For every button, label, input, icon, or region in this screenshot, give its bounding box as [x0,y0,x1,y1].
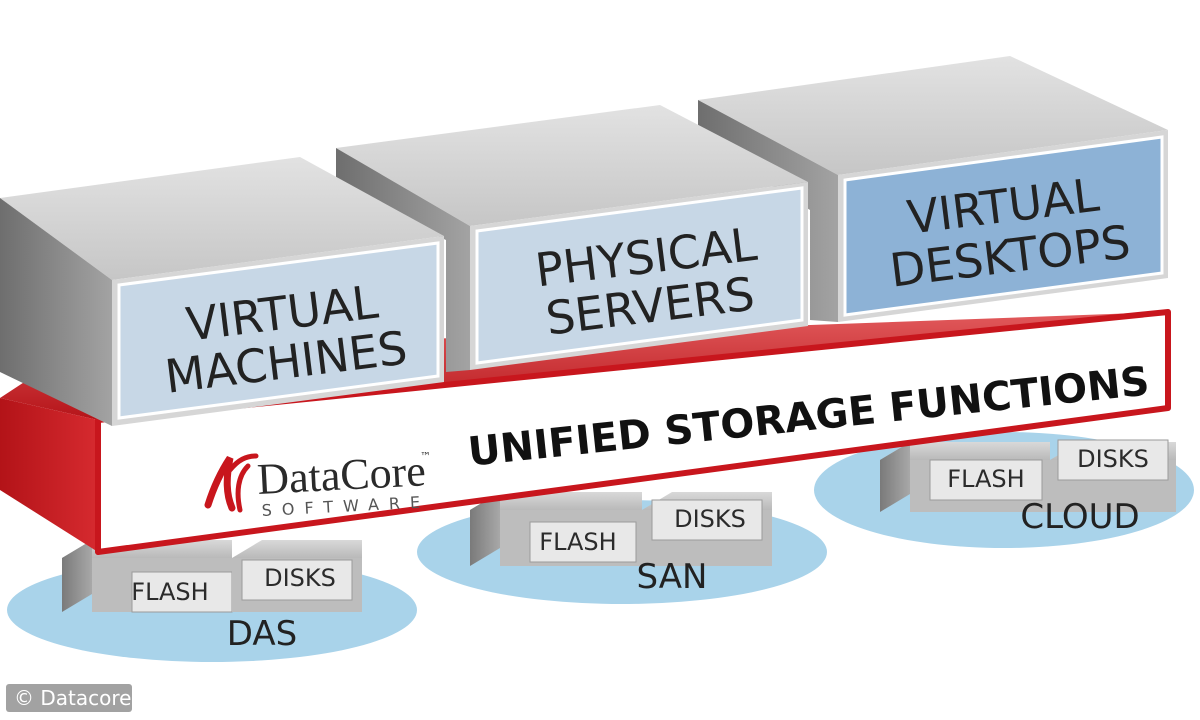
drive-cloud-disks-label: DISKS [1077,445,1149,473]
drive-cloud-disks: DISKS [1050,439,1176,512]
block-virtual-machines-top [0,157,444,280]
storage-layer-side [0,398,98,552]
drive-san-disks: DISKS [642,492,772,566]
datacore-logo-name: DataCore [256,446,427,504]
block-virtual-machines: VIRTUAL MACHINES [0,157,444,426]
drive-san-flash-label: FLASH [539,528,616,556]
pool-cloud: FLASH DISKS CLOUD [814,432,1194,548]
drive-cloud-flash: FLASH [880,442,1050,512]
datacore-logo-icon [204,453,259,513]
pool-das: FLASH DISKS DAS [7,540,417,662]
drive-das-disks: DISKS [232,540,362,612]
datacore-logo: DataCore ™ SOFTWARE [204,446,431,520]
image-credit: © Datacore [6,684,132,712]
storage-layer-front [95,309,1171,555]
drive-das-disks-label: DISKS [264,564,336,592]
block-virtual-desktops: VIRTUAL DESKTOPS [698,56,1168,322]
block-physical-servers-top [336,105,808,226]
pool-san-label: SAN [637,557,708,597]
drive-das-flash-label: FLASH [131,578,208,606]
block-virtual-desktops-panel [843,135,1164,317]
block-virtual-desktops-top [698,56,1168,175]
pool-cloud-label: CLOUD [1020,497,1139,537]
block-physical-servers-panel [475,186,804,365]
pool-san: FLASH DISKS SAN [417,492,827,604]
pool-das-label: DAS [227,614,297,654]
image-credit-text: © Datacore [14,686,131,710]
drive-cloud-flash-label: FLASH [947,465,1024,493]
drive-san-disks-label: DISKS [674,505,746,533]
datacore-logo-tm: ™ [420,450,431,463]
block-virtual-machines-panel [117,241,440,420]
block-virtual-machines-side [0,198,112,426]
